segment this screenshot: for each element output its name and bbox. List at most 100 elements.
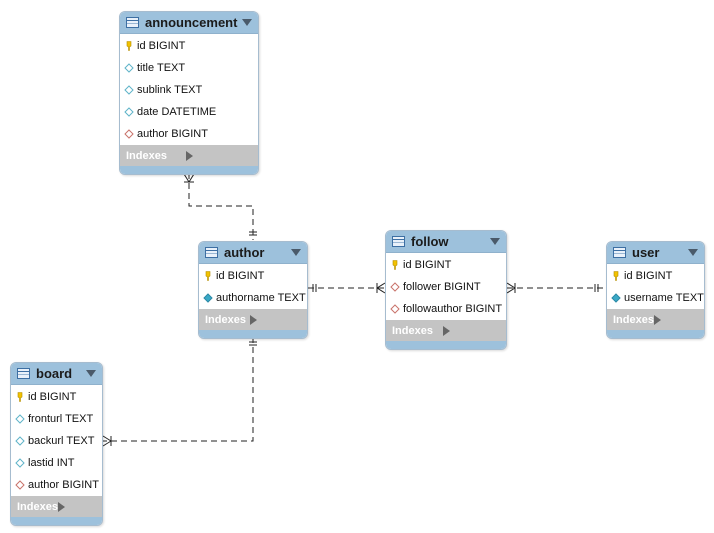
column-list: id BIGINT follower BIGINT followauthor B… [386, 253, 506, 320]
expand-arrow-icon[interactable] [653, 314, 698, 325]
table-title: author [224, 245, 265, 260]
table-icon [205, 247, 218, 258]
column-label: id BIGINT [28, 391, 77, 403]
table-header[interactable]: board [11, 363, 102, 385]
table-footer [607, 330, 704, 338]
column-row[interactable]: sublink TEXT [120, 79, 258, 101]
column-label: id BIGINT [216, 270, 265, 282]
column-icon [15, 414, 25, 424]
column-row[interactable]: date DATETIME [120, 101, 258, 123]
primary-key-icon [392, 260, 398, 270]
table-header[interactable]: follow [386, 231, 506, 253]
table-title: board [36, 366, 73, 381]
table-icon [17, 368, 30, 379]
column-label: id BIGINT [624, 270, 673, 282]
primary-key-icon [126, 41, 132, 51]
column-label: id BIGINT [137, 40, 186, 52]
collapse-arrow-icon[interactable] [688, 249, 698, 256]
table-header[interactable]: announcement [120, 12, 258, 34]
table-title: user [632, 245, 660, 260]
column-row[interactable]: lastid INT [11, 452, 102, 474]
column-label: fronturl TEXT [28, 413, 94, 425]
column-icon [124, 63, 134, 73]
column-label: authorname TEXT [216, 292, 306, 304]
indexes-label: Indexes [126, 149, 167, 162]
table-icon [392, 236, 405, 247]
foreign-key-icon [124, 129, 134, 139]
indexes-section[interactable]: Indexes [11, 496, 102, 517]
column-list: id BIGINT fronturl TEXT backurl TEXT las… [11, 385, 102, 496]
indexes-section[interactable]: Indexes [607, 309, 704, 330]
expand-arrow-icon[interactable] [185, 150, 253, 161]
relationship-author-board[interactable] [103, 337, 254, 442]
column-label: id BIGINT [403, 259, 452, 271]
indexes-label: Indexes [392, 324, 433, 337]
indexes-section[interactable]: Indexes [386, 320, 506, 341]
table-footer [386, 341, 506, 349]
foreign-key-icon [15, 480, 25, 490]
table-announcement[interactable]: announcement id BIGINT title TEXT sublin… [119, 11, 259, 175]
column-row[interactable]: title TEXT [120, 57, 258, 79]
table-title: follow [411, 234, 449, 249]
table-user[interactable]: user id BIGINT username TEXT Indexes [606, 241, 705, 339]
expand-arrow-icon[interactable] [57, 501, 96, 512]
cardinality-exactly-one-marker [249, 231, 257, 236]
table-footer [120, 166, 258, 174]
indexes-label: Indexes [613, 313, 654, 326]
column-row[interactable]: author BIGINT [120, 123, 258, 145]
indexes-label: Indexes [205, 313, 246, 326]
column-label: author BIGINT [137, 128, 208, 140]
column-label: author BIGINT [28, 479, 99, 491]
cardinality-one-or-many-marker [506, 282, 516, 294]
column-label: date DATETIME [137, 106, 217, 118]
cardinality-one-or-many-marker [376, 282, 386, 294]
table-icon [613, 247, 626, 258]
column-list: id BIGINT title TEXT sublink TEXT date D… [120, 34, 258, 145]
expand-arrow-icon[interactable] [249, 314, 302, 325]
column-row[interactable]: id BIGINT [607, 265, 704, 287]
column-row[interactable]: id BIGINT [386, 254, 506, 276]
column-row[interactable]: id BIGINT [11, 386, 102, 408]
indexes-label: Indexes [17, 500, 58, 513]
column-label: sublink TEXT [137, 84, 203, 96]
collapse-arrow-icon[interactable] [291, 249, 301, 256]
column-row[interactable]: followauthor BIGINT [386, 298, 506, 320]
column-row[interactable]: authorname TEXT [199, 287, 307, 309]
column-icon [15, 436, 25, 446]
cardinality-one-or-many-marker [102, 435, 112, 447]
indexed-column-icon [611, 293, 621, 303]
indexes-section[interactable]: Indexes [120, 145, 258, 166]
column-row[interactable]: fronturl TEXT [11, 408, 102, 430]
column-icon [124, 107, 134, 117]
collapse-arrow-icon[interactable] [242, 19, 252, 26]
collapse-arrow-icon[interactable] [86, 370, 96, 377]
table-board[interactable]: board id BIGINT fronturl TEXT backurl TE… [10, 362, 103, 526]
cardinality-one-or-many-marker [183, 173, 195, 183]
column-row[interactable]: backurl TEXT [11, 430, 102, 452]
table-header[interactable]: author [199, 242, 307, 264]
column-row[interactable]: username TEXT [607, 287, 704, 309]
column-row[interactable]: id BIGINT [120, 35, 258, 57]
indexed-column-icon [203, 293, 213, 303]
column-row[interactable]: id BIGINT [199, 265, 307, 287]
column-label: followauthor BIGINT [403, 303, 503, 315]
column-row[interactable]: author BIGINT [11, 474, 102, 496]
table-follow[interactable]: follow id BIGINT follower BIGINT followa… [385, 230, 507, 350]
table-title: announcement [145, 15, 238, 30]
column-icon [15, 458, 25, 468]
primary-key-icon [205, 271, 211, 281]
column-icon [124, 85, 134, 95]
expand-arrow-icon[interactable] [442, 325, 501, 336]
table-header[interactable]: user [607, 242, 704, 264]
column-label: backurl TEXT [28, 435, 95, 447]
cardinality-exactly-one-marker [594, 284, 599, 292]
column-label: username TEXT [624, 292, 704, 304]
table-author[interactable]: author id BIGINT authorname TEXT Indexes [198, 241, 308, 339]
primary-key-icon [17, 392, 23, 402]
column-label: lastid INT [28, 457, 75, 469]
relationship-announcement-author[interactable] [188, 173, 254, 240]
indexes-section[interactable]: Indexes [199, 309, 307, 330]
column-row[interactable]: follower BIGINT [386, 276, 506, 298]
cardinality-exactly-one-marker [249, 341, 257, 346]
collapse-arrow-icon[interactable] [490, 238, 500, 245]
